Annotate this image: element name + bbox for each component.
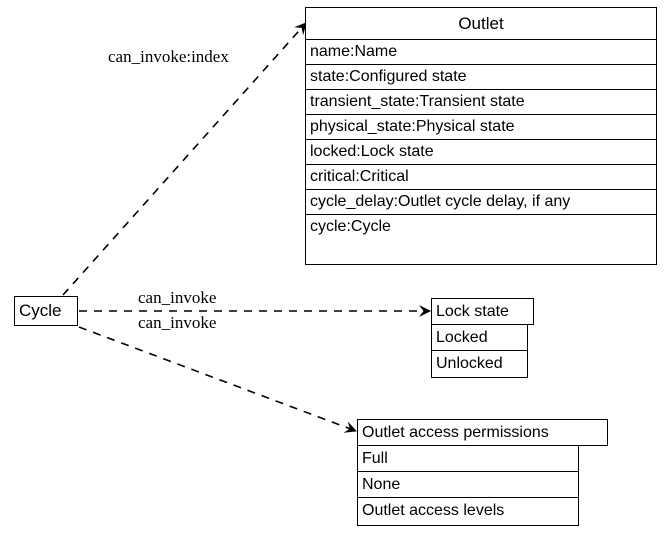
node-cycle-label: Cycle bbox=[19, 301, 62, 320]
edge-cycle-to-permissions bbox=[78, 326, 357, 433]
node-lock-state-values: Locked Unlocked bbox=[431, 325, 528, 378]
node-outlet-attribute: cycle_delay:Outlet cycle delay, if any bbox=[306, 190, 656, 215]
edge-label-can-invoke-lock-state: can_invoke bbox=[138, 288, 217, 307]
node-outlet-attribute: critical:Critical bbox=[306, 165, 656, 190]
node-outlet-attribute: cycle:Cycle bbox=[310, 218, 391, 235]
edge-label-can-invoke-index: can_invoke:index bbox=[108, 47, 229, 66]
node-cycle[interactable]: Cycle bbox=[14, 296, 78, 326]
node-outlet-attribute: state:Configured state bbox=[306, 65, 656, 90]
node-lock-state-value: Unlocked bbox=[436, 355, 503, 372]
node-outlet-attribute: transient_state:Transient state bbox=[306, 90, 656, 115]
node-outlet-attribute: physical_state:Physical state bbox=[306, 115, 656, 140]
node-outlet-title: Outlet bbox=[305, 7, 657, 40]
node-outlet-access-permissions-value: Outlet access levels bbox=[362, 502, 505, 519]
node-lock-state-value: Locked bbox=[432, 325, 527, 351]
edge-label-can-invoke-permissions: can_invoke bbox=[138, 313, 217, 332]
node-outlet-access-permissions-title: Outlet access permissions bbox=[357, 419, 608, 446]
node-outlet-attribute: name:Name bbox=[306, 40, 656, 65]
node-outlet-access-permissions-value: None bbox=[358, 472, 578, 498]
node-outlet-attribute: locked:Lock state bbox=[306, 140, 656, 165]
node-outlet-access-permissions-values: Full None Outlet access levels bbox=[357, 446, 579, 526]
node-lock-state-title: Lock state bbox=[431, 298, 534, 325]
node-outlet-attributes: name:Name state:Configured state transie… bbox=[305, 40, 657, 265]
node-outlet-access-permissions-value: Full bbox=[358, 446, 578, 472]
